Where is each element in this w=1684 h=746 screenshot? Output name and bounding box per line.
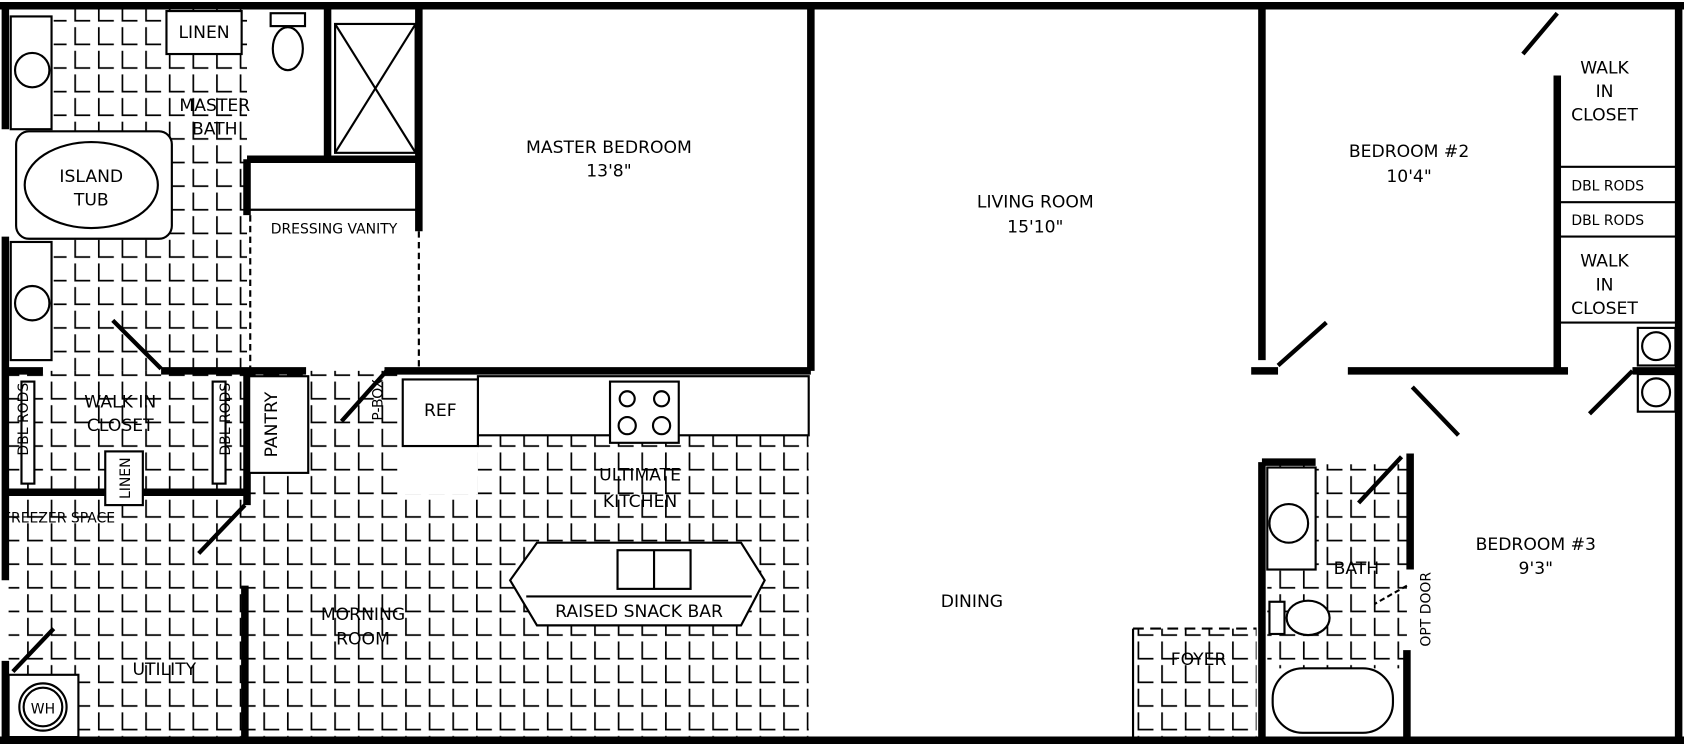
linen-cabinet: [165, 9, 243, 56]
bedroom3-size: 9'3": [1519, 559, 1553, 579]
opt-door-label: OPT DOOR: [1419, 572, 1435, 647]
bedroom2-size: 10'4": [1386, 167, 1431, 187]
refrigerator-icon: [401, 378, 479, 448]
linen-label: LINEN: [118, 457, 134, 499]
living-room-label: LIVING ROOM: [977, 193, 1094, 213]
walk-in-closet-label-2: IN: [1596, 275, 1614, 295]
room-labels: LINEN MASTER BATH ISLAND TUB DRESSING VA…: [3, 23, 1644, 718]
p-box-label: P-BOX: [370, 379, 386, 421]
foyer-label: FOYER: [1171, 650, 1227, 670]
pantry-cabinet: [248, 375, 310, 474]
dining-label: DINING: [941, 592, 1003, 612]
dbl-rods-label: DBL RODS: [218, 383, 234, 456]
toilet-icon: [271, 26, 304, 72]
ref-label: REF: [424, 401, 457, 421]
master-bedroom-size: 13'8": [586, 161, 631, 181]
master-bedroom-label: MASTER BEDROOM: [526, 138, 692, 158]
left-closet-label: WALK IN: [84, 392, 156, 412]
island-tub-label: ISLAND: [59, 167, 123, 187]
sink-icon: [13, 51, 51, 89]
water-heater-icon: [18, 682, 68, 732]
water-heater-label: WH: [31, 701, 55, 717]
bedroom2-label: BEDROOM #2: [1349, 142, 1469, 162]
walk-in-closet-label: WALK: [1580, 252, 1629, 272]
pantry-label: PANTRY: [262, 391, 282, 457]
freezer-space-label: FREEZER SPACE: [3, 510, 115, 526]
dbl-rods-label: DBL RODS: [1571, 178, 1644, 194]
sink-icon: [13, 284, 51, 322]
fixtures: [7, 9, 1677, 739]
bedroom3-label: BEDROOM #3: [1476, 535, 1596, 555]
utility-label: UTILITY: [132, 660, 196, 680]
morning-room-label: MORNING: [321, 605, 405, 625]
dbl-rods-label: DBL RODS: [16, 383, 32, 456]
morning-room-label-2: ROOM: [336, 630, 390, 650]
walk-in-closet-label-2: IN: [1596, 82, 1614, 102]
kitchen-label: ULTIMATE: [599, 465, 681, 485]
island-tub-label-2: TUB: [73, 190, 109, 210]
toilet-icon: [1285, 599, 1331, 637]
dressing-vanity-label: DRESSING VANITY: [271, 221, 398, 237]
living-room-size: 15'10": [1007, 217, 1063, 237]
left-closet-label-2: CLOSET: [87, 416, 154, 436]
dbl-rods-label: DBL RODS: [1571, 213, 1644, 229]
linen-label: LINEN: [178, 23, 229, 43]
master-bath-label-2: BATH: [192, 120, 238, 140]
walk-in-closet-label-3: CLOSET: [1571, 106, 1638, 126]
bathtub-icon: [1271, 667, 1395, 734]
walk-in-closet-label: WALK: [1580, 58, 1629, 78]
bath-label: BATH: [1334, 559, 1380, 579]
master-bath-label: MASTER: [179, 96, 250, 116]
walk-in-closet-label-3: CLOSET: [1571, 299, 1638, 319]
snack-bar-label: RAISED SNACK BAR: [555, 602, 723, 622]
sink-icon: [1268, 502, 1310, 544]
range-icon: [608, 380, 680, 444]
kitchen-label-2: KITCHEN: [603, 492, 677, 512]
doors: [11, 11, 1634, 674]
